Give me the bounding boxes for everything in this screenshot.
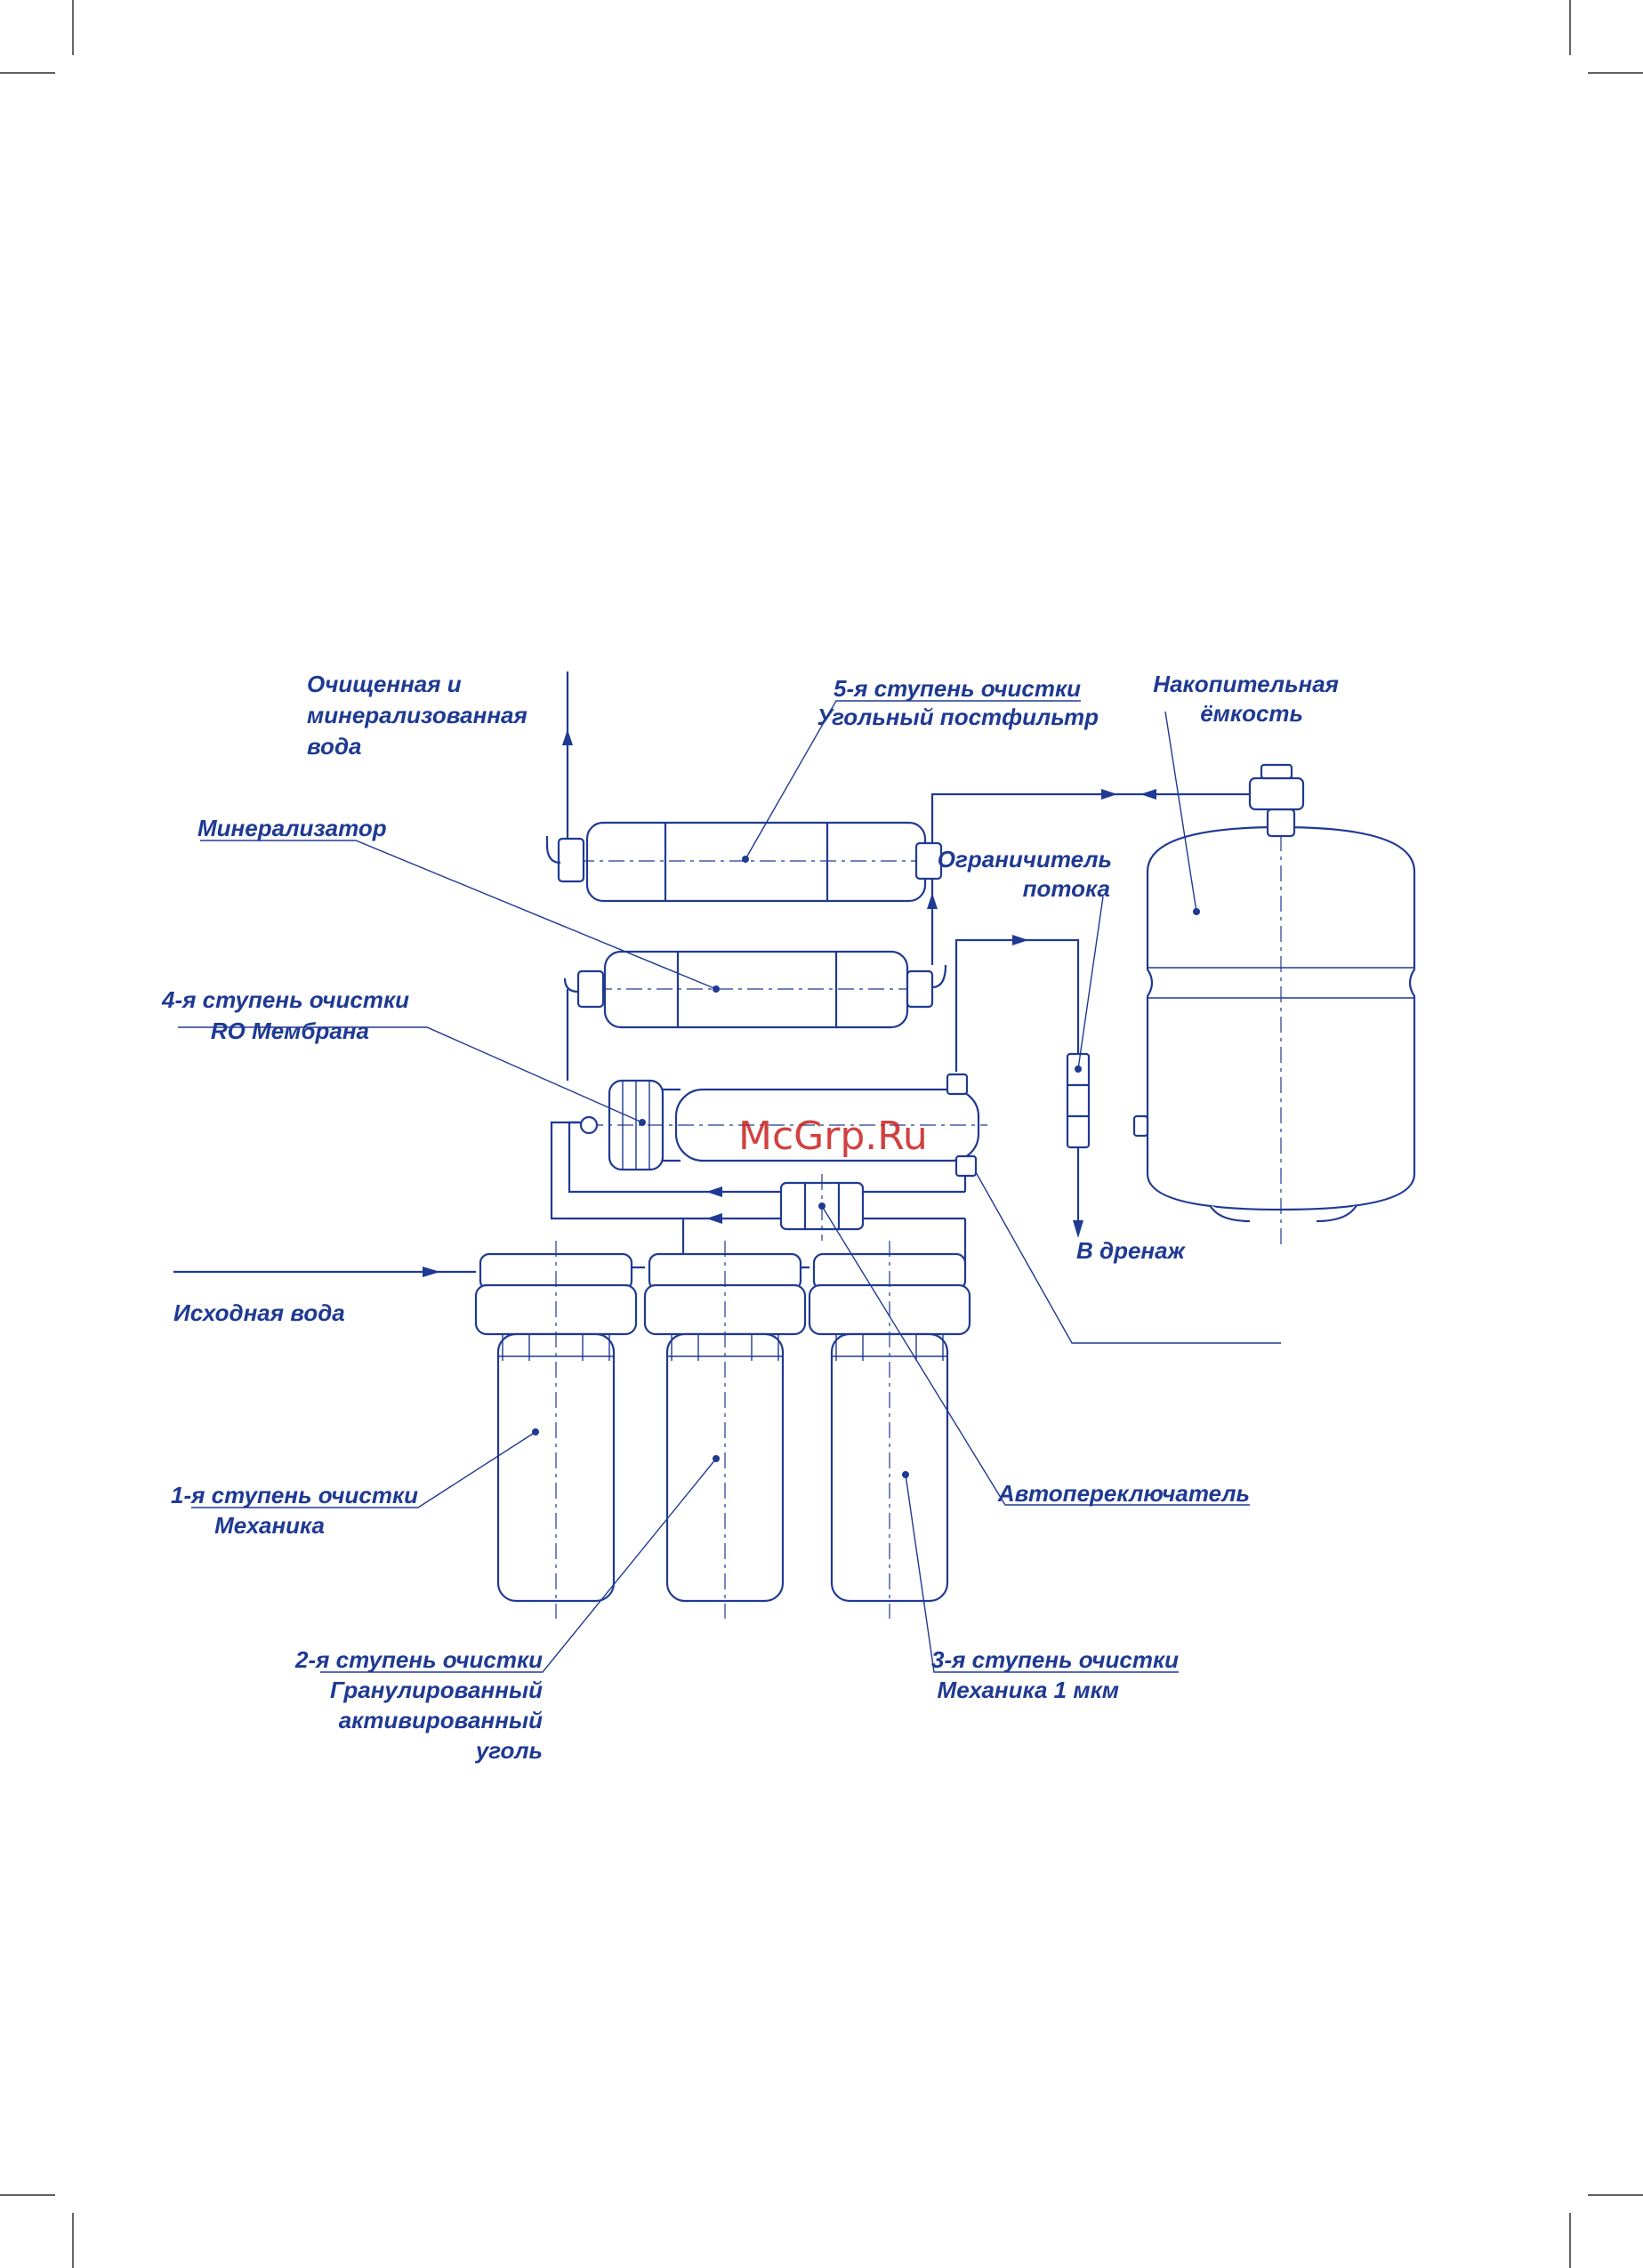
label-stage4-line-2: RO Мембрана: [211, 1017, 369, 1044]
flow-restrictor: [1066, 1052, 1091, 1149]
label-stage2-line-3: активированный: [339, 1707, 543, 1733]
label-drain: В дренаж: [1076, 1237, 1187, 1264]
label-stage2-line-4: уголь: [474, 1737, 543, 1764]
label-auto-switch: Автопереключатель: [997, 1480, 1250, 1507]
label-stage1-line-2: Механика: [214, 1512, 325, 1539]
storage-tank: [1132, 763, 1416, 1245]
label-storage-tank-line-2: ёмкость: [1200, 700, 1303, 727]
watermark: McGrp.Ru: [738, 1114, 928, 1159]
prefilter-housing-1: [474, 1241, 638, 1619]
label-stage3-line-2: Механика 1 мкм: [938, 1677, 1119, 1703]
label-purified-water-line-2: минерализованная: [307, 702, 528, 728]
label-flow-restrictor-line-2: потока: [1023, 875, 1110, 902]
prefilter-housing-2: [643, 1241, 807, 1619]
label-stage2-line-1: 2-я ступень очистки: [294, 1646, 543, 1673]
label-stage2: 2-я ступень очистки Гранулированный акти…: [294, 1646, 543, 1764]
label-stage1: 1-я ступень очистки Механика: [171, 1482, 418, 1539]
label-stage3: 3-я ступень очистки Механика 1 мкм: [931, 1646, 1179, 1703]
label-stage3-line-1: 3-я ступень очистки: [931, 1646, 1179, 1673]
label-mineralizer: Минерализатор: [197, 815, 387, 841]
label-purified-water: Очищенная и минерализованная вода: [307, 671, 528, 760]
label-stage5-line-2: Угольный постфильтр: [817, 704, 1099, 730]
label-stage4: 4-я ступень очистки RO Мембрана: [161, 986, 409, 1044]
label-stage5-line-1: 5-я ступень очистки: [834, 675, 1081, 702]
auto-switch-valve: [779, 1174, 865, 1241]
prefilter-housing-3: [808, 1241, 971, 1619]
label-storage-tank-line-1: Накопительная: [1153, 671, 1339, 697]
label-purified-water-line-3: вода: [307, 733, 361, 760]
label-stage2-line-2: Гранулированный: [330, 1677, 543, 1703]
stage5-postfilter: [545, 821, 943, 903]
label-purified-water-line-1: Очищенная и: [307, 671, 462, 697]
leader-lines: [178, 700, 1281, 1673]
tubing: [173, 672, 1250, 1277]
mineralizer: [563, 950, 947, 1029]
label-stage1-line-1: 1-я ступень очистки: [171, 1482, 418, 1508]
label-storage-tank: Накопительная ёмкость: [1153, 671, 1339, 727]
label-flow-restrictor-line-1: Ограничитель: [938, 846, 1112, 873]
label-source-water: Исходная вода: [173, 1299, 345, 1326]
label-flow-restrictor: Ограничитель потока: [938, 846, 1112, 902]
label-stage5: 5-я ступень очистки Угольный постфильтр: [817, 675, 1099, 730]
ro-membrane: [579, 1073, 987, 1178]
label-stage4-line-1: 4-я ступень очистки: [161, 986, 409, 1013]
